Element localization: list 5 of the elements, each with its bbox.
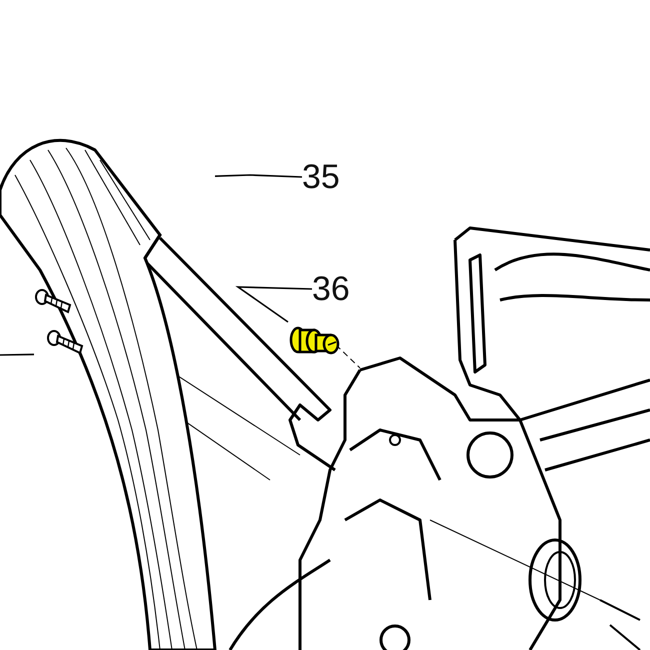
leader-line bbox=[214, 174, 302, 178]
callout-number: 36 bbox=[312, 272, 350, 306]
leader-line bbox=[235, 286, 312, 323]
leader-line bbox=[0, 354, 34, 356]
callout-number: 35 bbox=[302, 160, 340, 194]
